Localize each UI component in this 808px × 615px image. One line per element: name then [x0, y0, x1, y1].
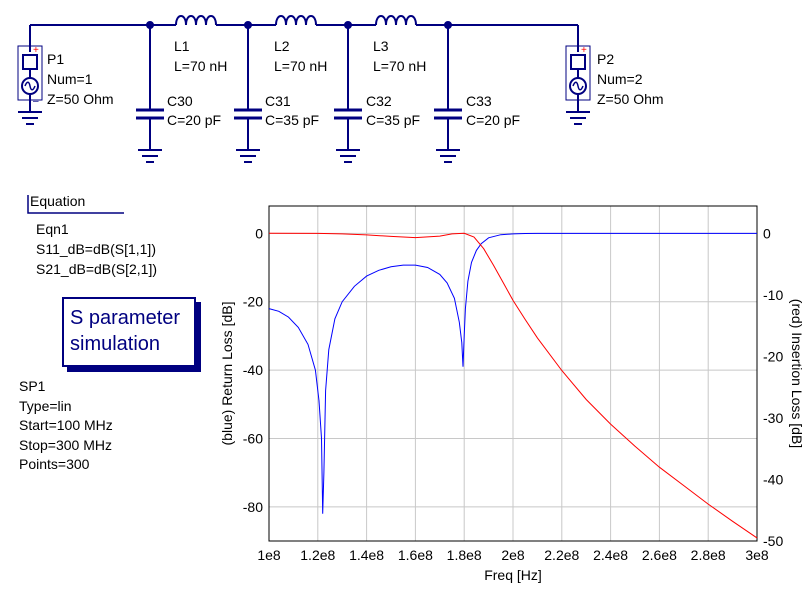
y-right-tick-label: -30 [763, 410, 783, 426]
x-tick-label: 2.6e8 [642, 547, 677, 563]
equation-line: S21_dB=dB(S[2,1]) [36, 261, 158, 277]
x-tick-label: 3e8 [745, 547, 769, 563]
junction-dot [244, 21, 252, 29]
port-p2-impedance: Z=50 Ohm [597, 91, 664, 107]
equation-line: S11_dB=dB(S[1,1]) [36, 241, 156, 257]
capacitor-c30-name: C30 [167, 93, 193, 109]
y-left-tick-label: 0 [255, 225, 263, 241]
y-left-tick-label: -40 [243, 362, 263, 378]
simulation-param: Start=100 MHz [19, 417, 113, 433]
x-tick-label: 2.4e8 [593, 547, 628, 563]
capacitor-c31-icon [234, 25, 262, 163]
capacitor-c33-value: C=20 pF [466, 112, 521, 128]
y-left-tick-label: -20 [243, 294, 263, 310]
inductor-l1-name: L1 [174, 38, 190, 54]
equation-body[interactable]: Eqn1 S11_dB=dB(S[1,1]) S21_dB=dB(S[2,1]) [36, 219, 157, 279]
simulation-title: S parameter simulation [70, 305, 180, 357]
schematic [17, 15, 591, 163]
x-tick-label: 2.8e8 [691, 547, 726, 563]
inductor-l2-name: L2 [274, 38, 290, 54]
y-right-tick-label: 0 [763, 225, 771, 241]
inductor-l1-icon [175, 15, 217, 26]
port-plus-icon: + [33, 45, 39, 56]
y-left-tick-label: -80 [243, 499, 263, 515]
x-tick-label: 2.2e8 [544, 547, 579, 563]
inductor-l1-value: L=70 nH [174, 58, 228, 74]
capacitor-c32-name: C32 [366, 93, 392, 109]
junction-dot [146, 21, 154, 29]
equation-title[interactable]: Equation [30, 193, 86, 209]
x-tick-label: 2e8 [501, 547, 525, 563]
x-tick-label: 1.8e8 [447, 547, 482, 563]
equation-line: Eqn1 [36, 221, 69, 237]
capacitor-c32-value: C=35 pF [366, 112, 421, 128]
port-p1-icon [17, 25, 43, 125]
port-plus-icon: + [581, 45, 587, 56]
inductor-l3-icon [375, 15, 417, 26]
y-right-tick-label: -50 [763, 533, 783, 549]
simulation-param: Points=300 [19, 456, 90, 472]
inductor-l2-icon [275, 15, 317, 26]
simulation-title-line2: simulation [70, 333, 161, 355]
capacitor-c32-icon [334, 25, 362, 163]
port-p2-icon [565, 25, 591, 125]
capacitor-c30-value: C=20 pF [167, 112, 222, 128]
simulation-title-line1: S parameter [70, 307, 181, 329]
y-right-tick-label: -10 [763, 287, 783, 303]
capacitor-c31-name: C31 [265, 93, 291, 109]
y-left-axis-label: (blue) Return Loss [dB] [219, 302, 235, 446]
x-tick-label: 1.6e8 [398, 547, 433, 563]
port-p2-num: Num=2 [597, 71, 643, 87]
x-axis-label: Freq [Hz] [484, 567, 542, 583]
simulation-param: Stop=300 MHz [19, 436, 112, 453]
y-left-tick-label: -60 [243, 430, 263, 446]
simulation-param: Type=lin [19, 397, 72, 414]
plot-frame [268, 205, 758, 542]
capacitor-c33-icon [434, 25, 462, 163]
port-minus-icon: – [33, 96, 39, 107]
port-p1-name: P1 [47, 51, 65, 67]
inductor-l3-name: L3 [373, 38, 389, 54]
x-tick-label: 1.2e8 [300, 547, 335, 563]
capacitor-c30-icon [136, 25, 164, 163]
chart: 1e8 1.2e8 1.4e8 1.6e8 1.8e8 2e8 2.2e8 2.4e8 2.6e… [219, 205, 805, 583]
insertion-loss-line [268, 232, 758, 539]
inductor-l2-value: L=70 nH [274, 58, 328, 74]
junction-dot [444, 21, 452, 29]
capacitor-c33-name: C33 [466, 93, 492, 109]
y-right-axis-label: (red) Insertion Loss [dB] [789, 299, 805, 448]
sparameter-simulation-box[interactable]: S parameter simulation [62, 297, 196, 367]
y-right-tick-label: -40 [763, 471, 783, 487]
return-loss-line [268, 232, 757, 514]
port-p1-impedance: Z=50 Ohm [47, 91, 114, 107]
port-p2-name: P2 [597, 51, 615, 67]
simulation-param: SP1 [19, 378, 46, 394]
x-tick-label: 1e8 [257, 547, 281, 563]
x-tick-label: 1.4e8 [349, 547, 384, 563]
y-right-tick-label: -20 [763, 348, 783, 364]
equation-bracket [27, 195, 124, 214]
inductor-l3-value: L=70 nH [373, 58, 427, 74]
port-p1-num: Num=1 [47, 71, 93, 87]
simulation-params[interactable]: SP1 Type=lin Start=100 MHz Stop=300 MHz … [19, 377, 113, 475]
capacitor-c31-value: C=35 pF [265, 112, 320, 128]
junction-dot [344, 21, 352, 29]
